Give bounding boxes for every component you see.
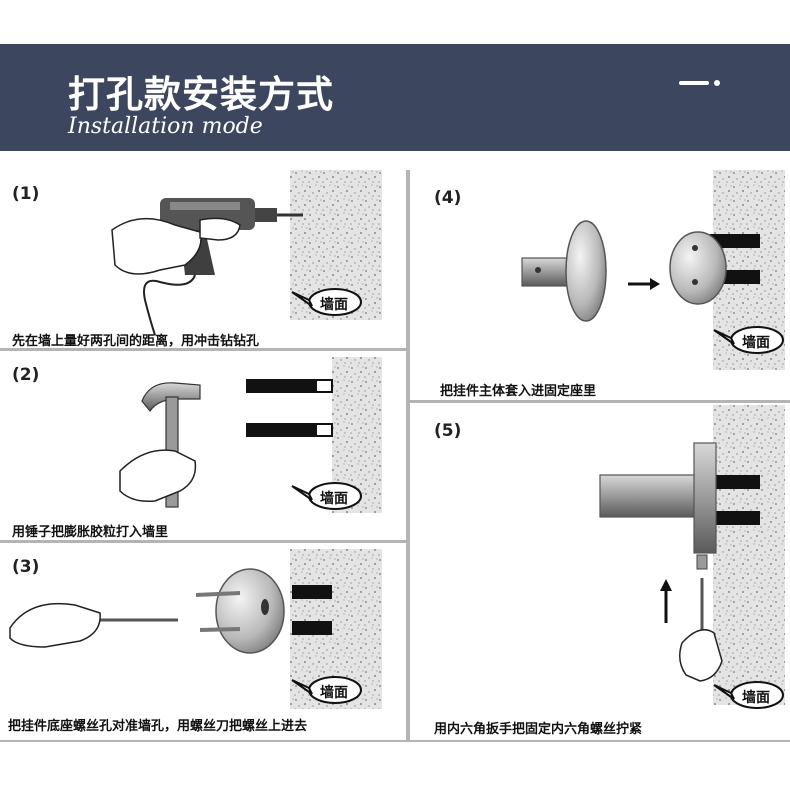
separator-h-3: [410, 400, 790, 403]
step-3-illustration: [9, 549, 382, 709]
step-2-number: (2): [12, 365, 40, 385]
step-3-number: (3): [12, 557, 40, 577]
header-banner: 打孔款安装方式 Installation mode: [0, 44, 790, 151]
step-2-illustration: [119, 357, 382, 513]
step-4-number: (4): [434, 188, 462, 208]
separator-h-2: [0, 540, 406, 543]
wall-label: 墙面: [742, 335, 770, 351]
wall-label: 墙面: [320, 685, 348, 701]
step-5-number: (5): [434, 421, 462, 441]
page-subtitle: Installation mode: [68, 114, 263, 139]
step-1-illustration: [111, 170, 382, 336]
step-1-panel: (1) 墙面 先在墙上量好两孔间的距离，用冲击钻钻孔: [0, 170, 406, 349]
wall-label: 墙面: [320, 491, 348, 507]
wall-label: 墙面: [742, 690, 770, 706]
step-2-caption: 用锤子把膨胀胶粒打入墙里: [12, 525, 169, 540]
step-2-panel: (2) 墙面 用锤子把膨胀胶粒打入墙里: [0, 351, 406, 540]
separator-bottom: [0, 740, 790, 742]
step-4-panel: (4) 墙面 把挂件主体套入进固定座里: [410, 170, 790, 400]
step-5-caption: 用内六角扳手把固定内六角螺丝拧紧: [434, 722, 643, 737]
page-title: 打孔款安装方式: [68, 73, 334, 116]
step-1-caption: 先在墙上量好两孔间的距离，用冲击钻钻孔: [12, 334, 260, 349]
decor-dot-icon: [714, 80, 720, 86]
step-4-illustration: [521, 170, 785, 370]
separator-h-1: [0, 348, 406, 351]
step-3-caption: 把挂件底座螺丝孔对准墙孔，用螺丝刀把螺丝上进去: [8, 719, 308, 734]
step-5-illustration: [599, 405, 785, 709]
step-3-panel: (3) 墙面 把挂件底座螺丝孔对准墙孔，用螺丝刀把螺丝上进去: [0, 543, 406, 740]
step-1-number: (1): [12, 184, 40, 204]
wall-label: 墙面: [320, 297, 348, 313]
step-5-panel: (5) 墙面 用内六角扳手把固定内六角螺丝拧紧: [410, 403, 790, 740]
decor-dash-icon: [679, 81, 709, 85]
step-4-caption: 把挂件主体套入进固定座里: [440, 384, 597, 399]
separator-vertical: [406, 170, 410, 742]
